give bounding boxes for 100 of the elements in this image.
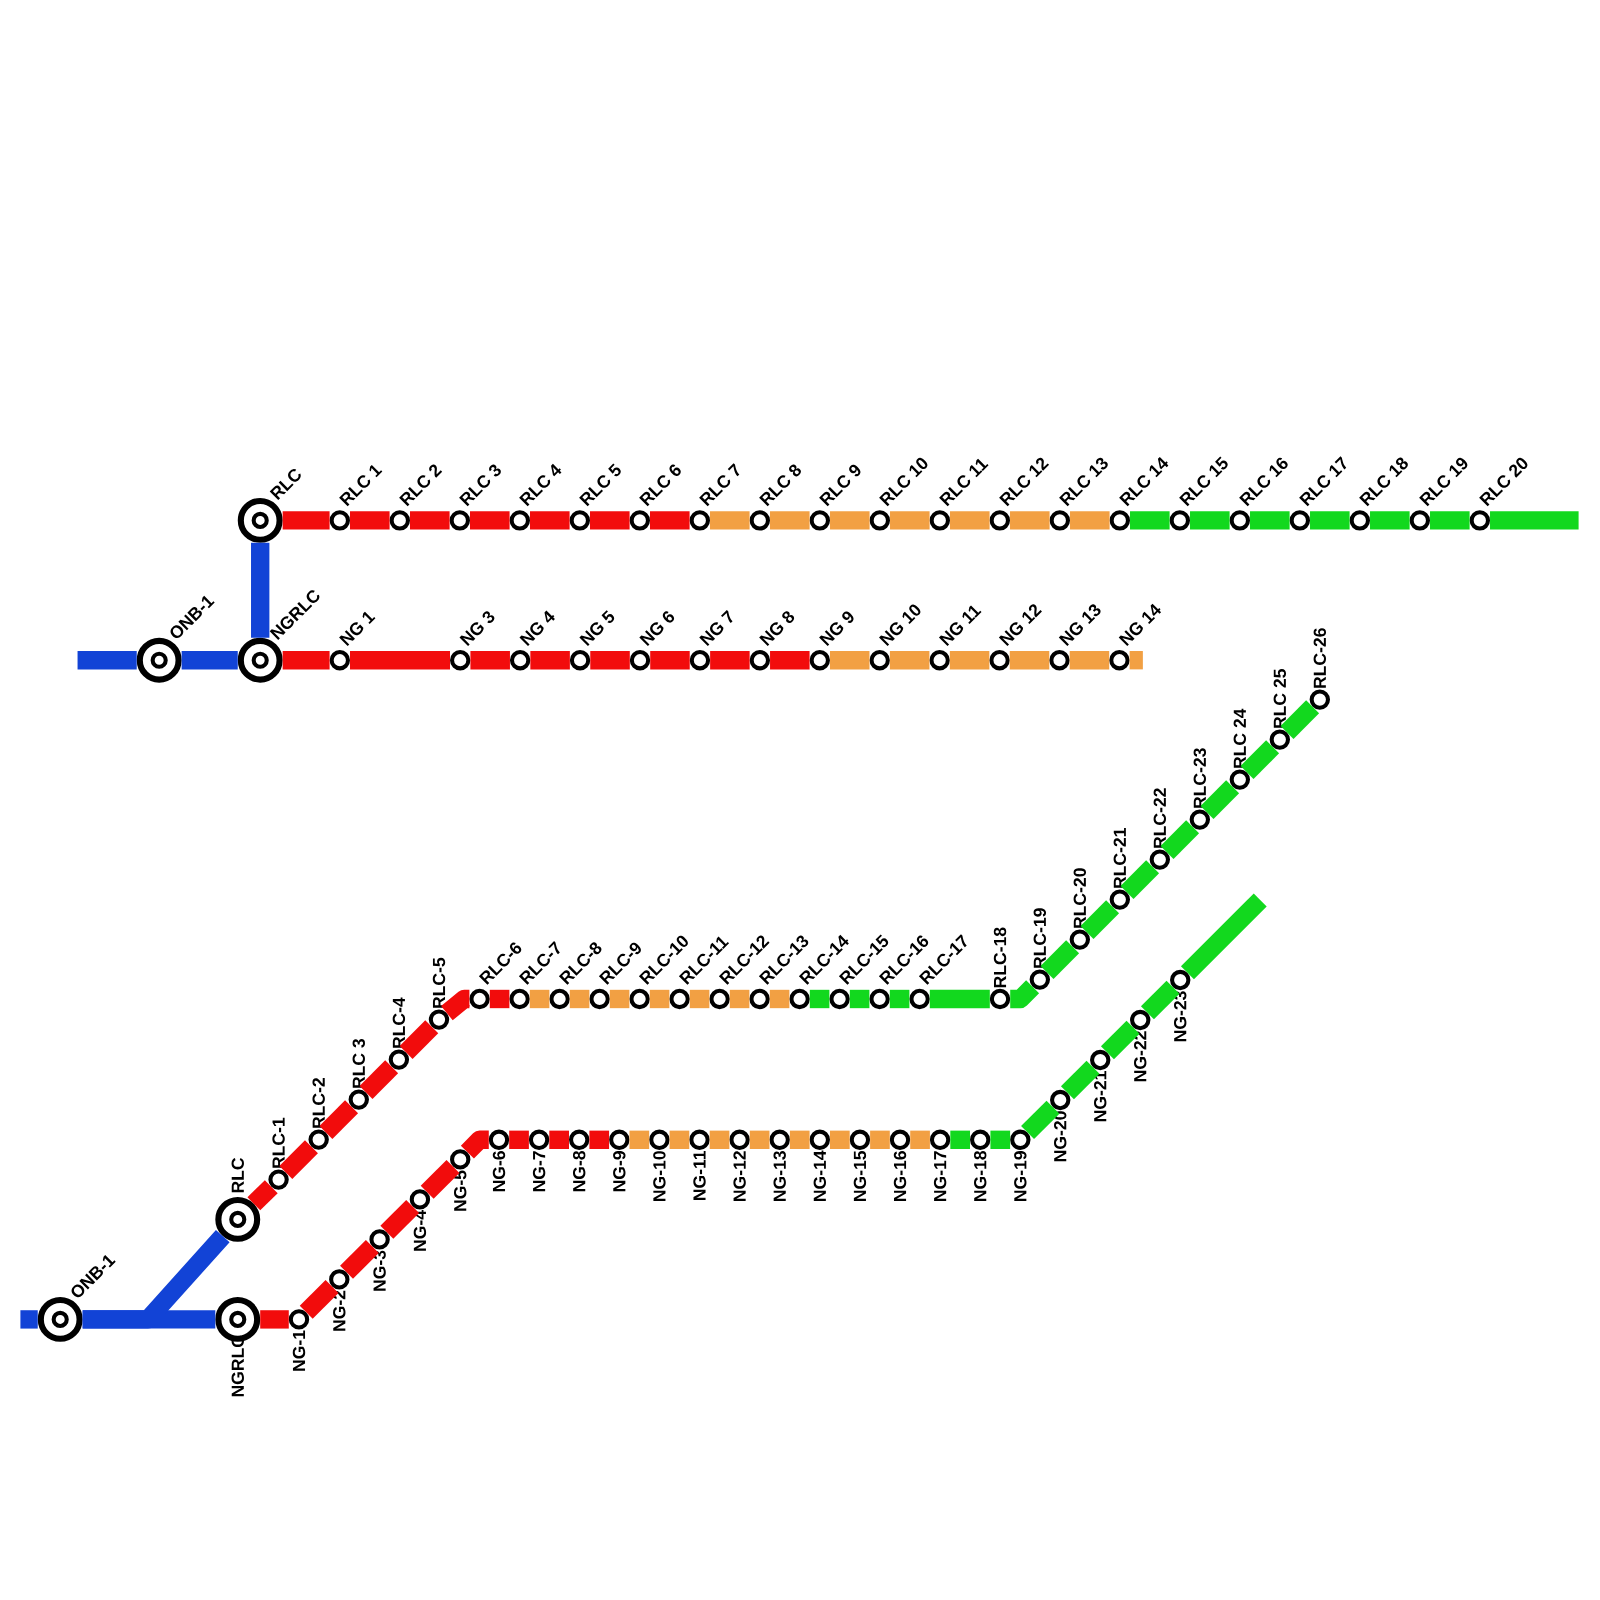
route-line (1140, 980, 1180, 1020)
station-label: NG-12 (733, 1151, 746, 1201)
route-line (319, 1100, 359, 1139)
route-line (489, 989, 510, 1009)
route-line (350, 511, 390, 530)
route-line (650, 511, 690, 530)
route-line (1021, 1100, 1060, 1140)
route-line (410, 511, 450, 530)
route-line (1180, 893, 1267, 980)
station-label: NG-20 (1054, 1111, 1067, 1162)
route-line (1060, 1060, 1100, 1100)
route-line (1120, 860, 1160, 899)
route-line (509, 1130, 529, 1149)
station-label: NG-7 (532, 1151, 546, 1192)
route-line (910, 1130, 930, 1149)
route-line (260, 1310, 289, 1329)
station-label: NG-8 (573, 1150, 586, 1192)
route-line (1310, 511, 1350, 530)
route-line (770, 651, 810, 670)
route-line (279, 1140, 318, 1179)
route-line (251, 542, 270, 638)
station-label: NG-22 (1134, 1031, 1147, 1082)
route-line (770, 511, 810, 530)
route-line (830, 1130, 850, 1149)
station-label: NG-17 (933, 1151, 947, 1201)
station-label: RLC-20 (1073, 868, 1086, 928)
station-label: NG-5 (454, 1170, 467, 1211)
station-label: RLC-22 (1153, 788, 1166, 848)
route-line (1129, 651, 1143, 670)
route-line (950, 511, 990, 530)
station-label: RLC-1 (272, 1117, 285, 1168)
route-line (299, 1280, 339, 1319)
route-line (729, 989, 750, 1009)
station-label: RLC (231, 1157, 244, 1193)
route-line (282, 651, 330, 670)
route-line (1160, 820, 1200, 859)
route-line (77, 651, 137, 670)
station-label: RLC-2 (312, 1078, 325, 1128)
route-line (380, 1200, 420, 1239)
route-line (1100, 1020, 1140, 1060)
route-line (530, 511, 570, 530)
route-line (830, 651, 870, 670)
route-line (669, 1130, 690, 1149)
route-line (709, 1130, 730, 1149)
route-line (350, 651, 450, 670)
route-line (849, 989, 870, 1009)
route-line (530, 651, 570, 670)
route-line (1190, 511, 1230, 530)
station-label: NG 11 (938, 605, 982, 646)
route-line (549, 1130, 569, 1149)
route-line (1430, 511, 1470, 530)
station-label: NG 6 (639, 611, 675, 646)
route-line (789, 1130, 810, 1149)
station-label: NG-21 (1094, 1071, 1107, 1122)
station-label: NG-15 (853, 1150, 867, 1201)
route-line (1200, 780, 1240, 819)
station-label: NG-11 (693, 1150, 706, 1200)
station-label: RLC-21 (1113, 828, 1126, 888)
route-line (181, 651, 238, 670)
route-line (629, 1130, 650, 1149)
route-line (589, 1130, 610, 1149)
route-line (529, 989, 550, 1009)
station-label: NG-18 (974, 1150, 987, 1201)
route-line (889, 989, 910, 1009)
route-line (689, 989, 710, 1009)
station-label: NG-14 (813, 1150, 826, 1201)
route-line (399, 1020, 439, 1059)
station-label: RLC-23 (1193, 748, 1207, 808)
route-line (1130, 511, 1170, 530)
route-line (1070, 511, 1110, 530)
route-line (1069, 651, 1110, 670)
station-label: NG 1 (339, 611, 376, 646)
route-line (590, 651, 630, 670)
route-line (1370, 511, 1410, 530)
route-line (1490, 511, 1579, 530)
route-line (609, 989, 630, 1009)
station-label: NG 12 (998, 604, 1042, 646)
station-label: RLC-26 (1313, 628, 1326, 688)
route-line (1010, 511, 1050, 530)
route-line (749, 1130, 770, 1149)
route-line (590, 511, 630, 530)
route-line (809, 989, 830, 1009)
route-line (282, 511, 330, 530)
station-label: NG-13 (773, 1151, 786, 1201)
route-line (889, 651, 930, 670)
station-label: NG 4 (519, 610, 555, 646)
station-label: NG 5 (579, 610, 615, 646)
route-line (830, 511, 870, 530)
station-label: NG-16 (893, 1151, 907, 1201)
route-line (1009, 651, 1050, 670)
route-line (710, 651, 750, 670)
station-label: NG 3 (459, 611, 495, 646)
route-line (569, 989, 590, 1009)
route-line (247, 1180, 278, 1211)
station-label: NG-6 (492, 1151, 506, 1192)
route-line (950, 1130, 970, 1149)
route-line (1240, 740, 1280, 779)
station-label: RLC-18 (993, 927, 1007, 988)
route-line (990, 1130, 1011, 1149)
route-line (949, 651, 990, 670)
